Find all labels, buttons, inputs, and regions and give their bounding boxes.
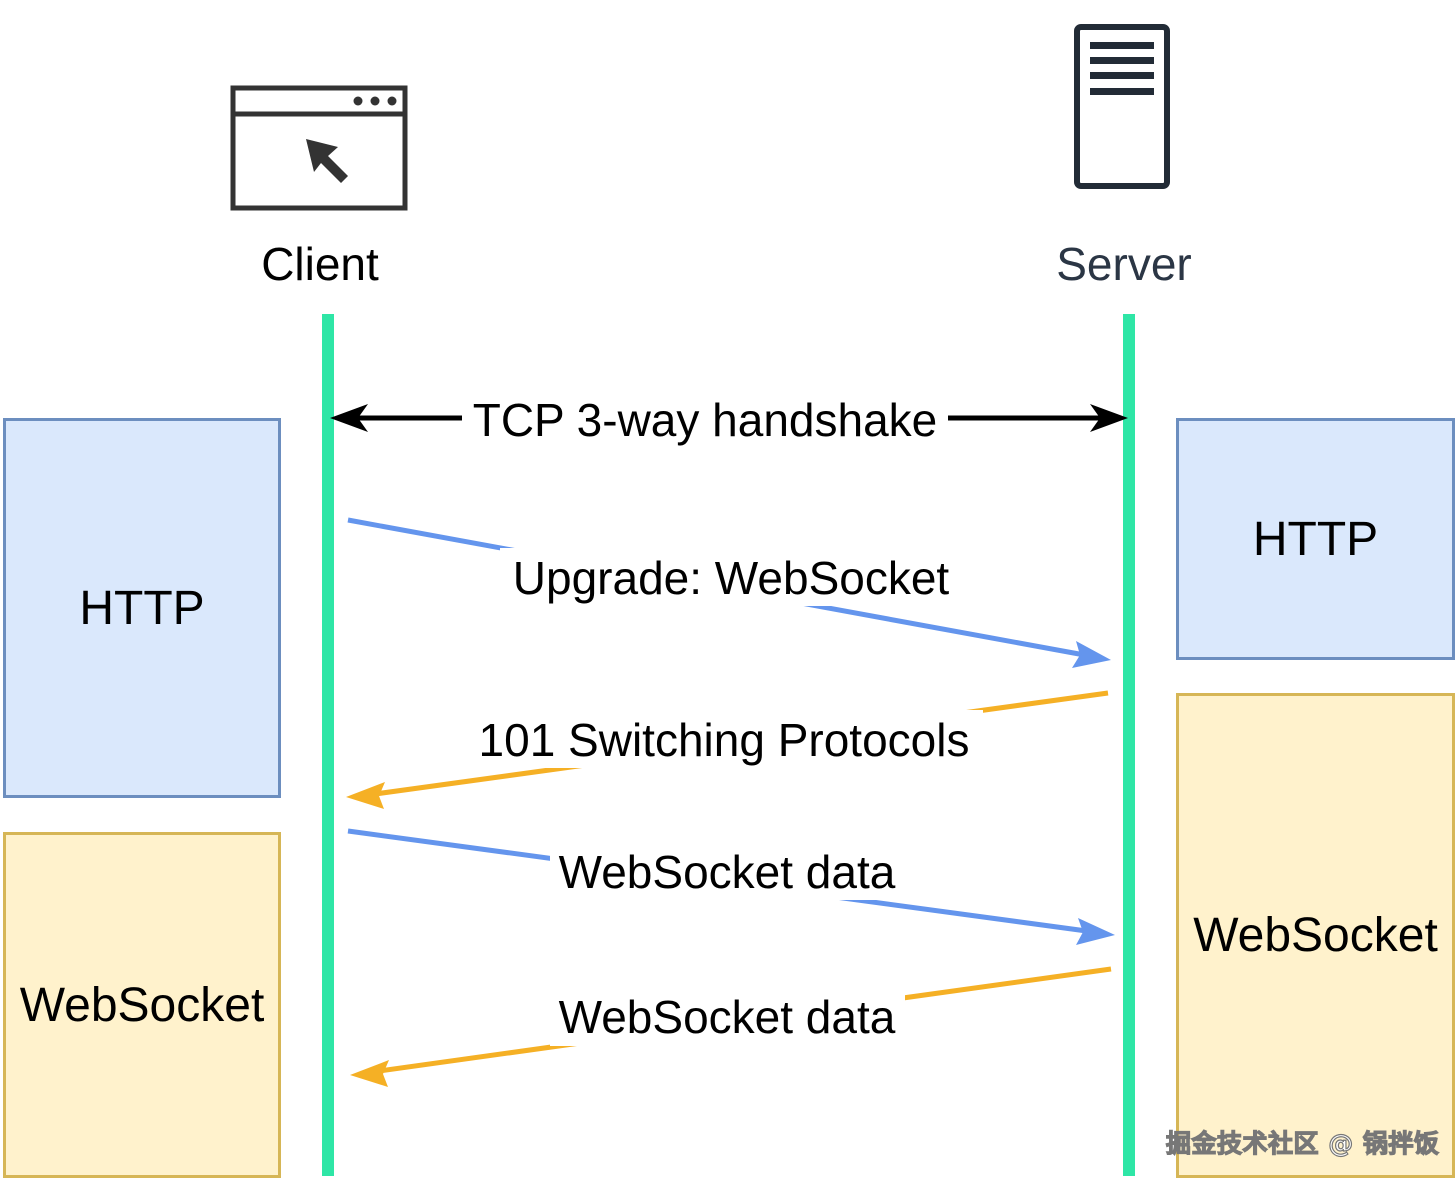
server-label: Server [1056, 238, 1191, 290]
server-websocket-phase-box: WebSocket [1176, 693, 1455, 1178]
server-http-phase-box: HTTP [1176, 418, 1455, 660]
watermark-text: 掘金技术社区 @ 锅拌饭 [1165, 1128, 1440, 1158]
websocket-data-request-label: WebSocket data [559, 846, 896, 898]
server-websocket-phase-label: WebSocket [1193, 909, 1438, 962]
server-lifeline [1123, 314, 1135, 1176]
client-websocket-phase-box: WebSocket [3, 832, 281, 1178]
server-http-phase-label: HTTP [1252, 512, 1379, 566]
tcp-handshake-label-bg [462, 392, 948, 448]
client-http-phase-box: HTTP [3, 418, 281, 798]
client-lifeline [322, 314, 334, 1176]
browser-window-cursor-icon [230, 85, 408, 211]
switching-protocols-label-bg [465, 710, 983, 768]
client-label: Client [261, 238, 379, 290]
websocket-data-response-label-bg [550, 992, 905, 1046]
websocket-data-request-label-bg [550, 846, 905, 900]
websocket-data-response-label: WebSocket data [559, 991, 896, 1043]
client-http-phase-label: HTTP [79, 581, 205, 635]
server-tower-icon [1074, 24, 1170, 189]
tcp-handshake-label: TCP 3-way handshake [473, 394, 938, 446]
switching-protocols-label: 101 Switching Protocols [479, 714, 970, 766]
client-websocket-phase-label: WebSocket [19, 978, 265, 1032]
upgrade-label: Upgrade: WebSocket [513, 552, 950, 604]
upgrade-label-bg [500, 548, 962, 606]
